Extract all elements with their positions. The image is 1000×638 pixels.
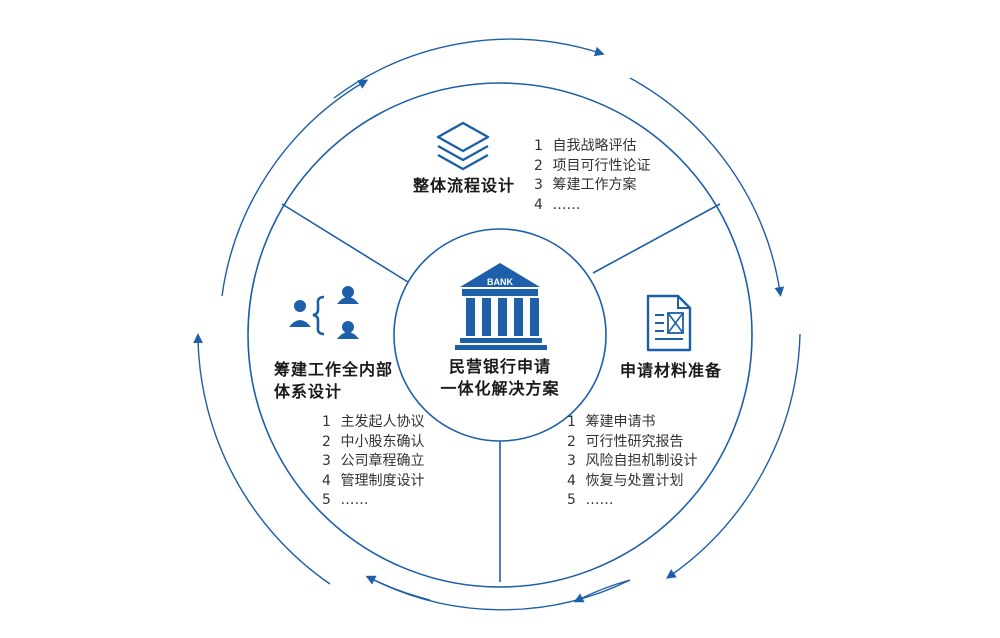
- cycle-arrow-top: [333, 38, 605, 99]
- top-section-title: 整体流程设计: [413, 176, 516, 195]
- outer-ring: [247, 82, 753, 588]
- bank-icon: [455, 263, 547, 350]
- list-item: 3 筹建工作方案: [534, 177, 637, 193]
- left-section-list: 1 主发起人协议 2 中小股东确认 3 公司章程确立 4 管理制度设计 5 ……: [322, 413, 424, 511]
- cycle-arrow-upper-right: [629, 77, 785, 297]
- list-item: 3 风险自担机制设计: [567, 453, 698, 469]
- list-item: 2 中小股东确认: [322, 433, 425, 450]
- list-item: 1 筹建申请书: [567, 414, 656, 430]
- center-title: 民营银行申请 一体化解决方案: [420, 356, 580, 400]
- divider-left: [281, 203, 409, 283]
- list-item: 4 ……: [534, 196, 581, 213]
- divider-right: [592, 203, 721, 274]
- bank-sign-text: BANK: [487, 277, 513, 287]
- document-icon: [646, 294, 692, 352]
- list-item: 5 ……: [567, 492, 614, 508]
- top-section-list: 1 自我战略评估 2 项目可行性论证 3 筹建工作方案 4 ……: [534, 137, 650, 215]
- people-hierarchy-icon: [289, 286, 359, 339]
- left-section-title: 筹建工作全内部 体系设计: [274, 359, 393, 403]
- cycle-arrow-bottom-left-head: [365, 575, 431, 601]
- list-item: 1 主发起人协议: [322, 414, 425, 430]
- cycle-arrow-upper-left: [221, 79, 369, 297]
- list-item: 2 可行性研究报告: [567, 433, 684, 450]
- cycle-arrow-lower-left: [193, 333, 331, 585]
- cycle-arrow-bottom-right-head: [573, 579, 631, 603]
- left-section-title-line1: 筹建工作全内部: [274, 360, 394, 379]
- list-item: 1 自我战略评估: [534, 138, 637, 154]
- list-item: 3 公司章程确立: [322, 453, 425, 469]
- list-item: 2 项目可行性论证: [534, 157, 651, 174]
- center-title-line2: 一体化解决方案: [440, 379, 560, 398]
- list-item: 4 管理制度设计: [322, 472, 425, 489]
- cycle-arrow-lower-right: [665, 333, 801, 579]
- list-item: 5 ……: [322, 492, 369, 508]
- layers-icon: [436, 121, 490, 171]
- right-section-title: 申请材料准备: [620, 361, 723, 380]
- left-section-title-line2: 体系设计: [274, 382, 343, 401]
- list-item: 4 恢复与处置计划: [567, 472, 684, 489]
- right-section-list: 1 筹建申请书 2 可行性研究报告 3 风险自担机制设计 4 恢复与处置计划 5…: [567, 413, 697, 511]
- center-title-line1: 民营银行申请: [448, 357, 551, 376]
